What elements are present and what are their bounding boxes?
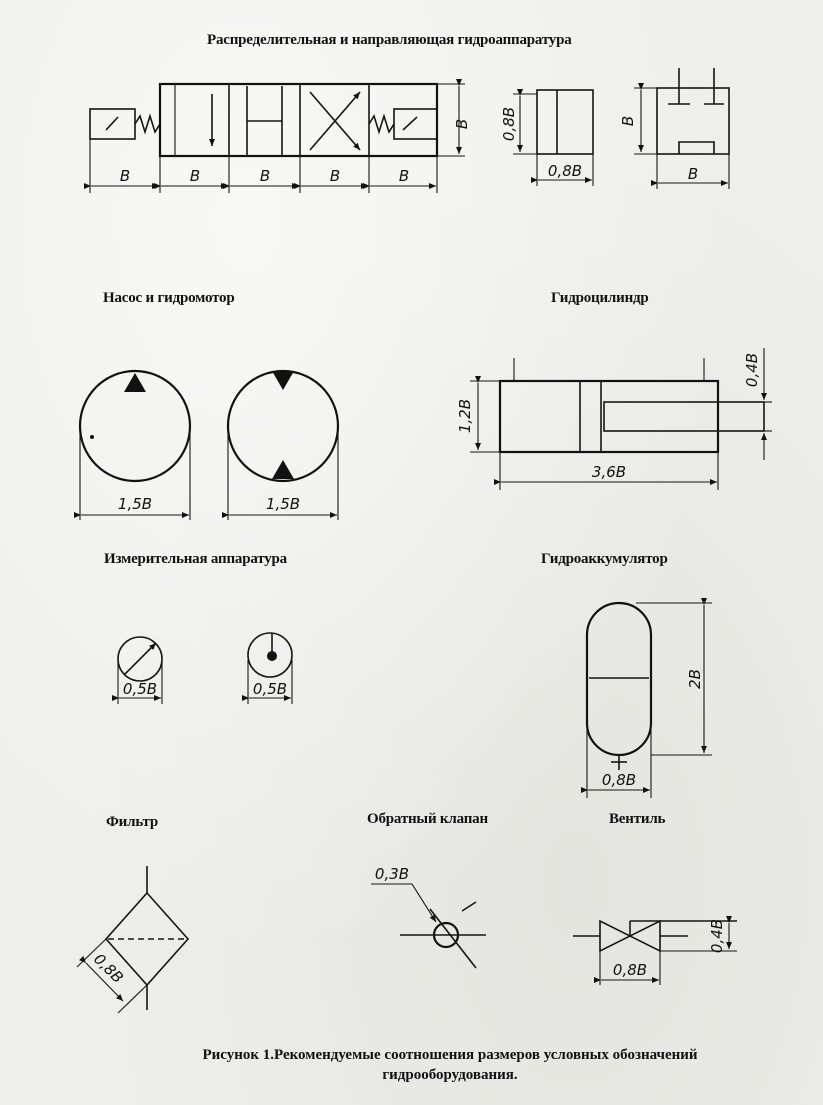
dim-label-motor-diameter: 1,5B xyxy=(266,495,300,513)
dim-label-pump-diameter: 1,5B xyxy=(118,495,152,513)
spring-right xyxy=(368,113,395,135)
solenoid-right xyxy=(393,108,438,140)
dim-label-b-closed-height: B xyxy=(619,116,637,126)
dim-label-b-height: B xyxy=(453,119,471,129)
dim-label-0-5b-thermo: 0,5B xyxy=(253,680,287,698)
spring-left xyxy=(134,113,161,135)
caption-line-1: Рисунок 1.Рекомендуемые соотношения разм… xyxy=(202,1047,698,1063)
valve-body xyxy=(158,82,439,158)
check-valve-symbol: 0,3B xyxy=(371,865,486,969)
heading-check-valve: Обратный клапан xyxy=(367,811,488,827)
dim-label-3-6b: 3,6B xyxy=(592,463,626,481)
dim-label-b2: B xyxy=(190,167,200,185)
heading-distributors: Распределительная и направляющая гидроап… xyxy=(207,32,572,48)
hydrocylinder-symbol: 1,2B 3,6B 0,4B xyxy=(456,348,772,490)
dim-label-0-8b-accum: 0,8B xyxy=(602,771,636,789)
dim-label-0-5b-gauge: 0,5B xyxy=(123,680,157,698)
distributor-valve-symbol: B B B B B B xyxy=(84,79,471,193)
accumulator-symbol: 2B 0,8B xyxy=(581,598,712,798)
pump-symbol: 1,5B xyxy=(74,369,192,520)
cell-0-8b-symbol: 0,8B 0,8B xyxy=(500,89,594,186)
dim-label-1-2b: 1,2B xyxy=(456,399,474,433)
heading-pump: Насос и гидромотор xyxy=(103,290,235,306)
hydromotor-symbol: 1,5B xyxy=(222,369,340,520)
heading-measuring: Измерительная аппаратура xyxy=(104,551,287,567)
dim-label-b1: B xyxy=(120,167,130,185)
shutoff-valve-symbol: 0,4B 0,8B xyxy=(573,916,737,985)
manometer-symbol: 0,5B xyxy=(112,636,163,704)
dim-label-0-8b-valve: 0,8B xyxy=(613,961,647,979)
dim-label-0-4b-valve: 0,4B xyxy=(708,919,726,953)
dim-label-2b: 2B xyxy=(686,669,704,689)
dim-label-0-4b-rod: 0,4B xyxy=(743,353,761,387)
dim-label-b-closed-width: B xyxy=(688,165,698,183)
heading-cylinder: Гидроцилиндр xyxy=(551,290,649,306)
dim-label-0-8b-width: 0,8B xyxy=(548,162,582,180)
closed-ports-cell-symbol: B B xyxy=(619,68,730,189)
heading-valve: Вентиль xyxy=(609,811,666,827)
dim-label-b3: B xyxy=(260,167,270,185)
dim-label-b4: B xyxy=(330,167,340,185)
dim-label-b5: B xyxy=(399,167,409,185)
figure-caption: Рисунок 1.Рекомендуемые соотношения разм… xyxy=(100,1045,800,1085)
filter-symbol: 0,8B xyxy=(76,866,190,1014)
heading-filter: Фильтр xyxy=(106,814,158,830)
thermometer-symbol: 0,5B xyxy=(242,632,293,704)
dim-label-0-3b: 0,3B xyxy=(375,865,409,883)
caption-line-2: гидрооборудования. xyxy=(382,1067,518,1083)
heading-accumulator: Гидроаккумулятор xyxy=(541,551,668,567)
dim-label-0-8b-height: 0,8B xyxy=(500,107,518,141)
